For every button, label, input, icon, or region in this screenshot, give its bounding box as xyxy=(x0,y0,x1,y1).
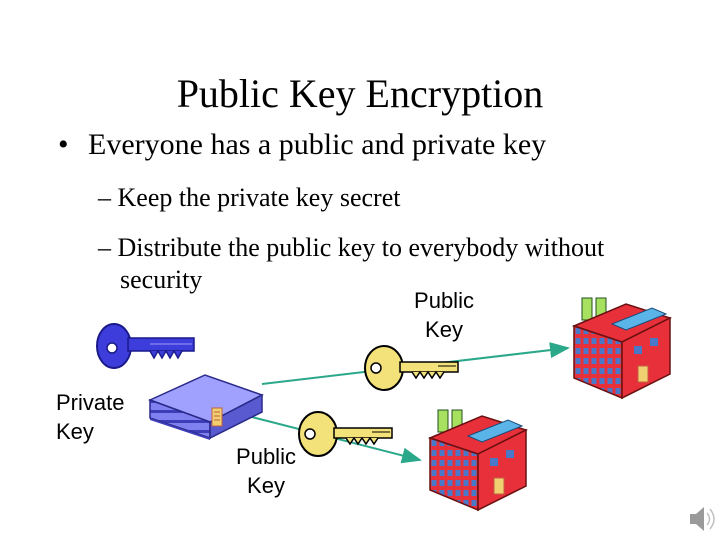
private-key-icon xyxy=(97,324,194,368)
label-line: Key xyxy=(56,417,140,446)
label-line: Private xyxy=(56,388,140,417)
private-key-label: Private Key xyxy=(56,388,140,446)
label-line: Key xyxy=(226,471,306,500)
factory-icon xyxy=(430,410,526,510)
label-line: Public xyxy=(404,286,484,315)
public-key-label-bottom: Public Key xyxy=(226,442,306,500)
public-key-label-top: Public Key xyxy=(404,286,484,344)
public-key-icon xyxy=(365,346,458,390)
speaker-icon xyxy=(690,507,714,531)
label-line: Public xyxy=(226,442,306,471)
factory-icon xyxy=(574,298,670,398)
label-line: Key xyxy=(404,315,484,344)
server-building-icon xyxy=(150,375,262,440)
